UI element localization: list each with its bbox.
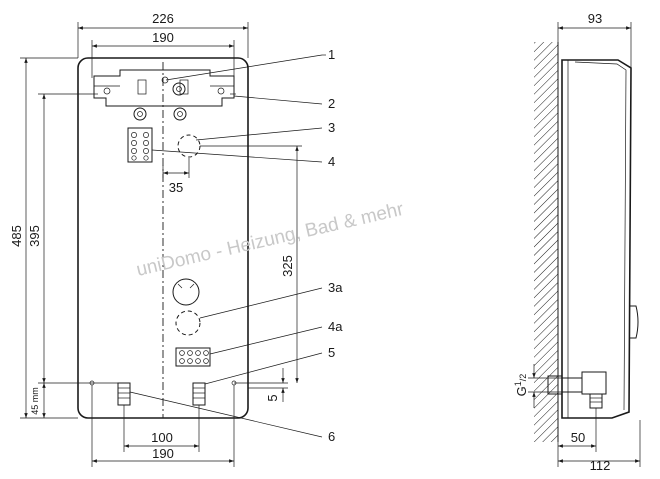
dim-height-325: 325 [280, 255, 295, 277]
mounting-bracket [92, 69, 236, 121]
dim-depth-top: 93 [588, 11, 602, 26]
dim-overall-width: 226 [152, 11, 174, 26]
water-connection-right [192, 382, 206, 406]
side-housing-outline [561, 59, 632, 419]
terminal-block-top [127, 127, 153, 163]
wall-hatching [534, 42, 558, 442]
watermark: uniDomo - Heizung, Bad & mehr [134, 199, 406, 281]
callout-4a: 4a [328, 319, 343, 334]
callout-leaders [129, 54, 326, 438]
dim-pipe-depth: 50 [571, 430, 585, 445]
dim-overall-height: 485 [9, 225, 24, 247]
cable-entry-bottom [175, 310, 201, 336]
dim-bottom-width: 190 [152, 446, 174, 461]
knob-marker [172, 278, 200, 306]
bracket-fitting-right [173, 107, 187, 121]
callout-1: 1 [328, 47, 335, 62]
side-knob [630, 305, 639, 339]
front-view: 226 190 485 395 45 mm 325 5 [9, 11, 343, 467]
dim-top-width: 190 [152, 30, 174, 45]
callout-4: 4 [328, 154, 335, 169]
dim-depth-bottom: 112 [590, 458, 611, 473]
side-water-connection [547, 371, 607, 409]
callout-6: 6 [328, 429, 335, 444]
callout-2: 2 [328, 96, 335, 111]
dim-thread: G1/2 [513, 374, 529, 397]
water-connection-left [117, 382, 131, 406]
callout-3a: 3a [328, 280, 343, 295]
bracket-fitting-left [133, 107, 147, 121]
bracket-fitting-top [172, 82, 186, 96]
terminal-block-bottom [175, 347, 211, 367]
callout-5: 5 [328, 345, 335, 360]
side-view: 93 G1/2 50 112 [513, 11, 641, 473]
dim-bottom-offset: 45 mm [30, 387, 40, 415]
callout-3: 3 [328, 120, 335, 135]
dim-offset-5: 5 [265, 394, 280, 401]
dim-offset-35: 35 [169, 180, 183, 195]
dim-pipe-spacing: 100 [151, 430, 173, 445]
dim-mount-height: 395 [27, 225, 42, 247]
cable-entry-top [177, 134, 201, 158]
